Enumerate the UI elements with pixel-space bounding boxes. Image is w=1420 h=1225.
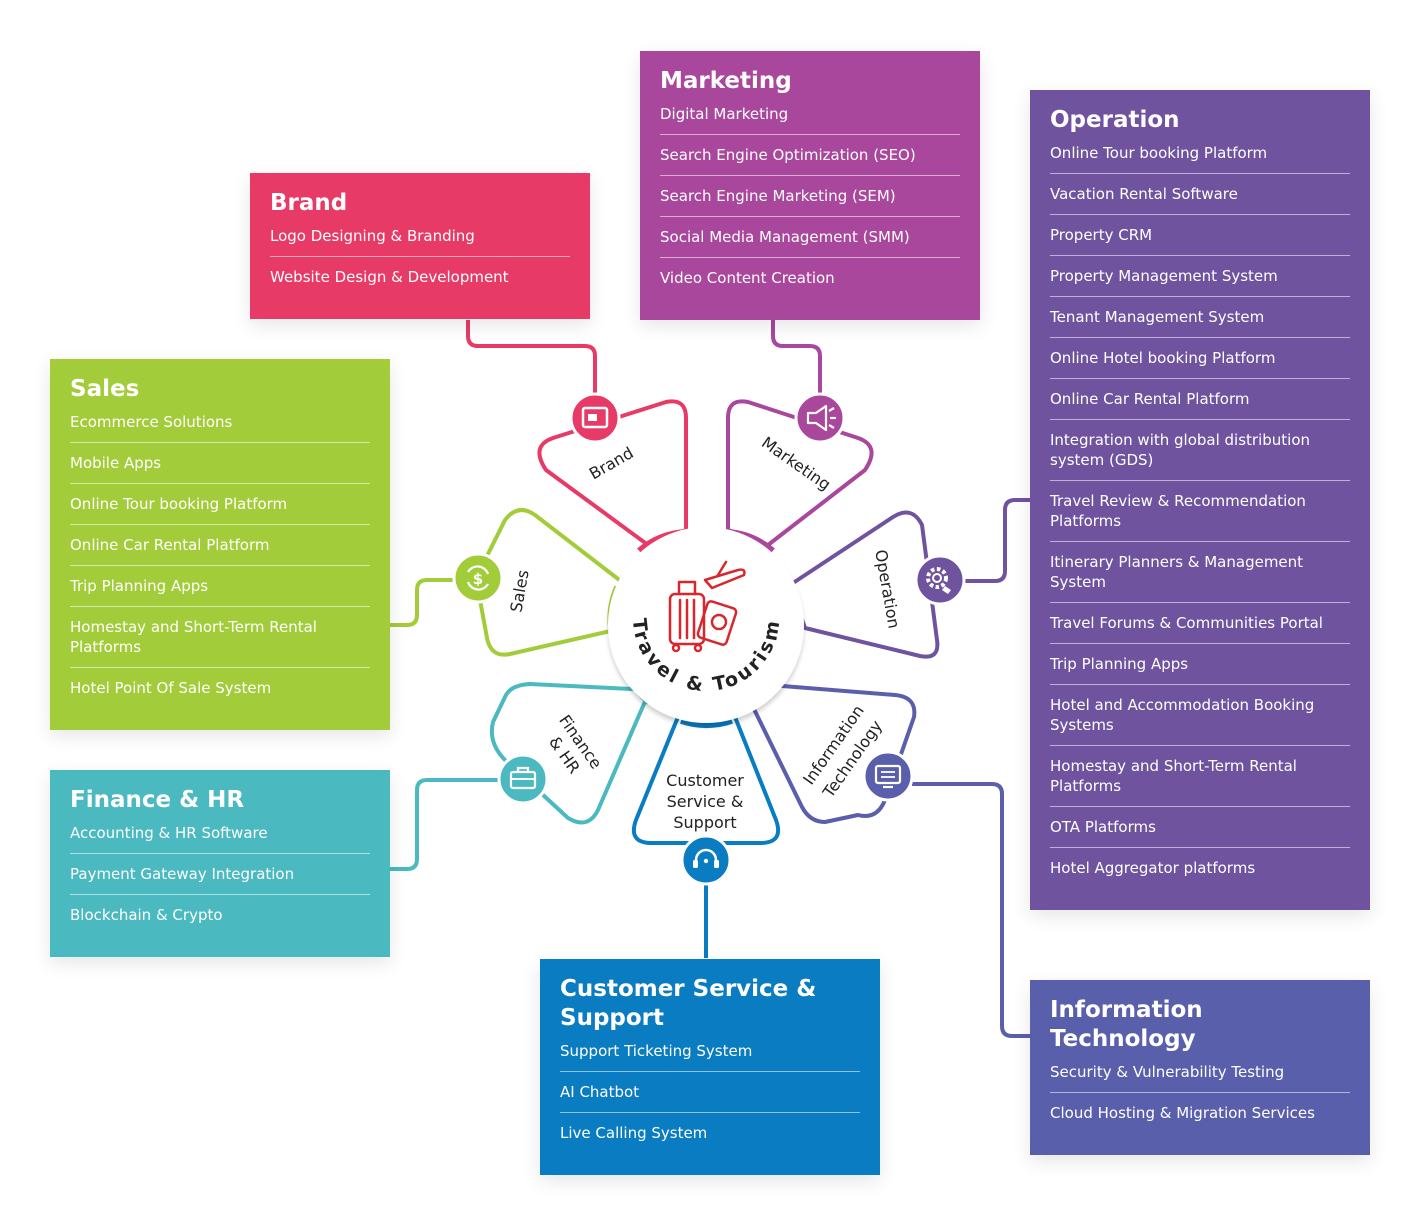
marketing-connector <box>771 320 822 395</box>
list-item[interactable]: Mobile Apps <box>70 443 370 484</box>
list-item[interactable]: Tenant Management System <box>1050 297 1350 338</box>
list-item[interactable]: Online Tour booking Platform <box>70 484 370 525</box>
petal-customer-label-line1: Customer <box>666 771 744 790</box>
list-item[interactable]: Online Car Rental Platform <box>70 525 370 566</box>
petal-brand[interactable]: Brand <box>537 392 688 558</box>
center-hub: Travel & Tourism <box>608 527 804 723</box>
list-item[interactable]: Integration with global distribution sys… <box>1050 420 1350 481</box>
card-finance: Finance & HR Accounting & HR Software Pa… <box>50 770 390 957</box>
card-marketing: Marketing Digital Marketing Search Engin… <box>640 51 980 320</box>
list-item[interactable]: Online Hotel booking Platform <box>1050 338 1350 379</box>
list-item[interactable]: OTA Platforms <box>1050 807 1350 848</box>
petal-it[interactable]: Information Technology <box>747 675 917 824</box>
list-item[interactable]: AI Chatbot <box>560 1072 860 1113</box>
list-item[interactable]: Website Design & Development <box>270 268 509 286</box>
card-brand-list: Logo Designing & Branding Website Design… <box>270 224 570 297</box>
it-connector <box>912 782 1030 1038</box>
list-item[interactable]: Vacation Rental Software <box>1050 174 1350 215</box>
card-customer-title: Customer Service & Support <box>560 976 817 1031</box>
browser-window-icon <box>569 392 621 444</box>
list-item[interactable]: Search Engine Optimization (SEO) <box>660 135 960 176</box>
card-sales-title: Sales <box>70 376 140 402</box>
list-item[interactable]: Trip Planning Apps <box>1050 644 1350 685</box>
list-item[interactable]: Hotel Aggregator platforms <box>1050 859 1256 877</box>
list-item[interactable]: Ecommerce Solutions <box>70 410 370 443</box>
list-item[interactable]: Accounting & HR Software <box>70 821 370 854</box>
list-item[interactable]: Support Ticketing System <box>560 1039 860 1072</box>
petal-customer-label-line3: Support <box>673 813 736 832</box>
card-marketing-title: Marketing <box>660 68 792 94</box>
list-item[interactable]: Online Tour booking Platform <box>1050 141 1350 174</box>
list-item[interactable]: Logo Designing & Branding <box>270 224 570 257</box>
card-brand: Brand Logo Designing & Branding Website … <box>250 173 590 319</box>
card-operation: Operation Online Tour booking Platform V… <box>1030 90 1370 910</box>
gear-icon <box>914 554 966 606</box>
list-item[interactable]: Homestay and Short-Term Rental Platforms <box>70 607 370 668</box>
briefcase-icon <box>497 753 549 805</box>
petal-marketing[interactable]: Marketing <box>726 392 874 558</box>
luggage-plane-passport-icon <box>668 560 746 653</box>
list-item[interactable]: Property Management System <box>1050 256 1350 297</box>
list-item[interactable]: Travel Forums & Communities Portal <box>1050 603 1350 644</box>
petal-sales[interactable]: Sales $ <box>452 508 626 657</box>
petal-customer[interactable]: Customer Service & Support <box>631 710 781 886</box>
petal-customer-label-line2: Service & <box>667 792 744 811</box>
list-item[interactable]: Travel Review & Recommendation Platforms <box>1050 481 1350 542</box>
card-marketing-list: Digital Marketing Search Engine Optimiza… <box>660 102 960 298</box>
card-sales-list: Ecommerce Solutions Mobile Apps Online T… <box>70 410 370 708</box>
brand-connector <box>466 320 597 395</box>
list-item[interactable]: Hotel Point Of Sale System <box>70 679 272 697</box>
operation-connector <box>962 498 1030 583</box>
list-item[interactable]: Property CRM <box>1050 215 1350 256</box>
list-item[interactable]: Cloud Hosting & Migration Services <box>1050 1104 1315 1122</box>
megaphone-icon <box>794 392 846 444</box>
list-item[interactable]: Hotel and Accommodation Booking Systems <box>1050 685 1350 746</box>
card-brand-title: Brand <box>270 190 348 216</box>
list-item[interactable]: Security & Vulnerability Testing <box>1050 1060 1350 1093</box>
card-it-title: Information Technology <box>1050 997 1203 1052</box>
card-operation-title: Operation <box>1050 107 1180 133</box>
list-item[interactable]: Live Calling System <box>560 1124 708 1142</box>
card-finance-list: Accounting & HR Software Payment Gateway… <box>70 821 370 935</box>
petal-finance[interactable]: Finance & HR <box>489 665 655 825</box>
list-item[interactable]: Blockchain & Crypto <box>70 906 223 924</box>
list-item[interactable]: Online Car Rental Platform <box>1050 379 1350 420</box>
card-it-list: Security & Vulnerability Testing Cloud H… <box>1050 1060 1350 1133</box>
list-item[interactable]: Itinerary Planners & Management System <box>1050 542 1350 603</box>
card-it: Information Technology Security & Vulner… <box>1030 980 1370 1155</box>
list-item[interactable]: Digital Marketing <box>660 102 960 135</box>
card-sales: Sales Ecommerce Solutions Mobile Apps On… <box>50 359 390 730</box>
card-operation-list: Online Tour booking Platform Vacation Re… <box>1050 141 1350 888</box>
sales-connector <box>390 578 455 627</box>
card-customer-list: Support Ticketing System AI Chatbot Live… <box>560 1039 860 1153</box>
list-item[interactable]: Trip Planning Apps <box>70 566 370 607</box>
list-item[interactable]: Video Content Creation <box>660 269 835 287</box>
list-item[interactable]: Homestay and Short-Term Rental Platforms <box>1050 746 1350 807</box>
petal-operation[interactable]: Operation <box>780 510 966 659</box>
svg-text:$: $ <box>473 570 483 588</box>
headset-icon <box>680 834 732 886</box>
monitor-settings-icon <box>862 750 914 802</box>
dollar-refresh-icon: $ <box>452 552 504 604</box>
finance-connector <box>390 778 498 871</box>
card-customer: Customer Service & Support Support Ticke… <box>540 959 880 1175</box>
list-item[interactable]: Payment Gateway Integration <box>70 854 370 895</box>
card-finance-title: Finance & HR <box>70 787 245 813</box>
list-item[interactable]: Social Media Management (SMM) <box>660 217 960 258</box>
list-item[interactable]: Search Engine Marketing (SEM) <box>660 176 960 217</box>
